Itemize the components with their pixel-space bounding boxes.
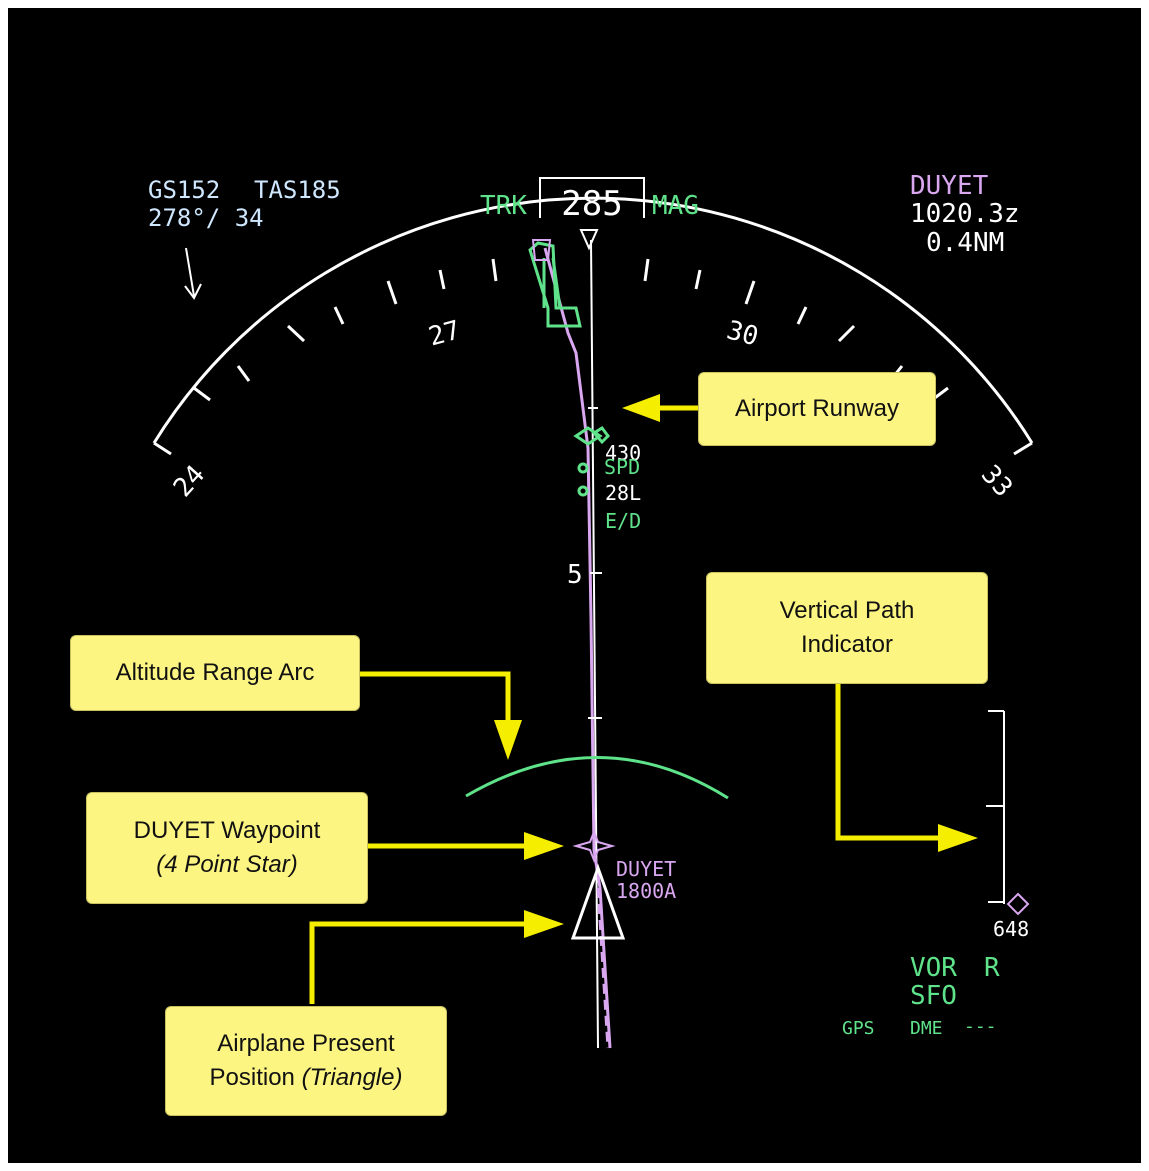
vor-station: SFO [910,981,957,1011]
callout-airport-runway: Airport Runway [698,372,936,446]
heading-value: 285 [561,184,622,224]
callout-vertical-path-indicator: Vertical Path Indicator [706,572,988,684]
constraint-alt: 430 [605,441,641,465]
mag-label: MAG [652,191,699,221]
heading-pointer [579,229,599,251]
callout-airport-runway-text: Airport Runway [734,395,900,423]
vertical-path-value: 648 [993,917,1029,941]
wind-dir-speed: 278°/ 34 [148,204,264,232]
compass-label-27: 27 [426,315,464,352]
vor-r-label: R [984,953,1000,983]
compass-label-33: 33 [975,460,1018,503]
compass-label-30: 30 [723,315,761,352]
route-dash [596,887,610,1049]
callout-airplane-line2b: (Triangle) [301,1064,403,1091]
trk-label: TRK [480,191,527,221]
waypoint-eta: 1020.3z [910,199,1020,229]
duyet-waypoint-star-icon [572,829,616,863]
callout-arc-text: Altitude Range Arc [115,659,315,687]
range-label-5: 5 [567,560,583,590]
callout-airplane-position: Airplane Present Position (Triangle) [165,1006,447,1116]
vertical-path-diamond-icon [1006,892,1030,916]
nav-display: 24 27 30 33 TRK 285 MAG GS152 TAS185 278… [8,8,1141,1163]
tas-value: TAS185 [254,176,341,204]
compass-arc [152,196,1034,444]
wind-arrow-icon [184,247,202,300]
callout-vpi-line2: Indicator [800,631,894,658]
constraint-spd: SPD [604,455,640,479]
vertical-path-scale [986,710,1005,904]
callout-arrows [309,394,978,1004]
compass-label-24: 24 [168,460,211,503]
callout-altitude-range-arc: Altitude Range Arc [70,635,360,711]
ed-label: E/D [605,509,641,533]
vor-label: VOR [910,953,957,983]
callout-airplane-line1: Airplane Present [217,1030,395,1058]
duyet-label-name: DUYET [616,857,676,881]
runway-extension [531,239,552,261]
nav-display-graphics: 24 27 30 33 TRK 285 MAG GS152 TAS185 278… [148,171,1034,1049]
callout-duyet-waypoint: DUYET Waypoint (4 Point Star) [86,792,368,904]
runway-id: 28L [605,481,641,505]
track-line [590,239,599,1049]
waypoint-distance: 0.4NM [926,228,1004,258]
dme-label: DME [910,1018,943,1039]
heading-box [539,177,645,218]
airplane-triangle-icon [570,863,626,940]
waypoint-name: DUYET [910,171,989,201]
route-line [543,247,612,1049]
runway-symbol [528,241,582,328]
callout-waypoint-line1: DUYET Waypoint [133,817,321,845]
callout-waypoint-line2: (4 Point Star) [156,851,298,878]
duyet-label-alt: 1800A [616,879,676,903]
callout-vpi-line1: Vertical Path [779,597,915,625]
gs-value: GS152 [148,176,220,204]
callout-airplane-line2a: Position [209,1064,302,1091]
compass-ticks [153,258,1033,456]
dme-dashes: --- [964,1016,997,1037]
altitude-range-arc [465,756,729,800]
runway-waypoint-symbol [573,425,610,497]
callout-airplane-line2: Position (Triangle) [210,1061,403,1095]
gps-label: GPS [842,1018,875,1039]
